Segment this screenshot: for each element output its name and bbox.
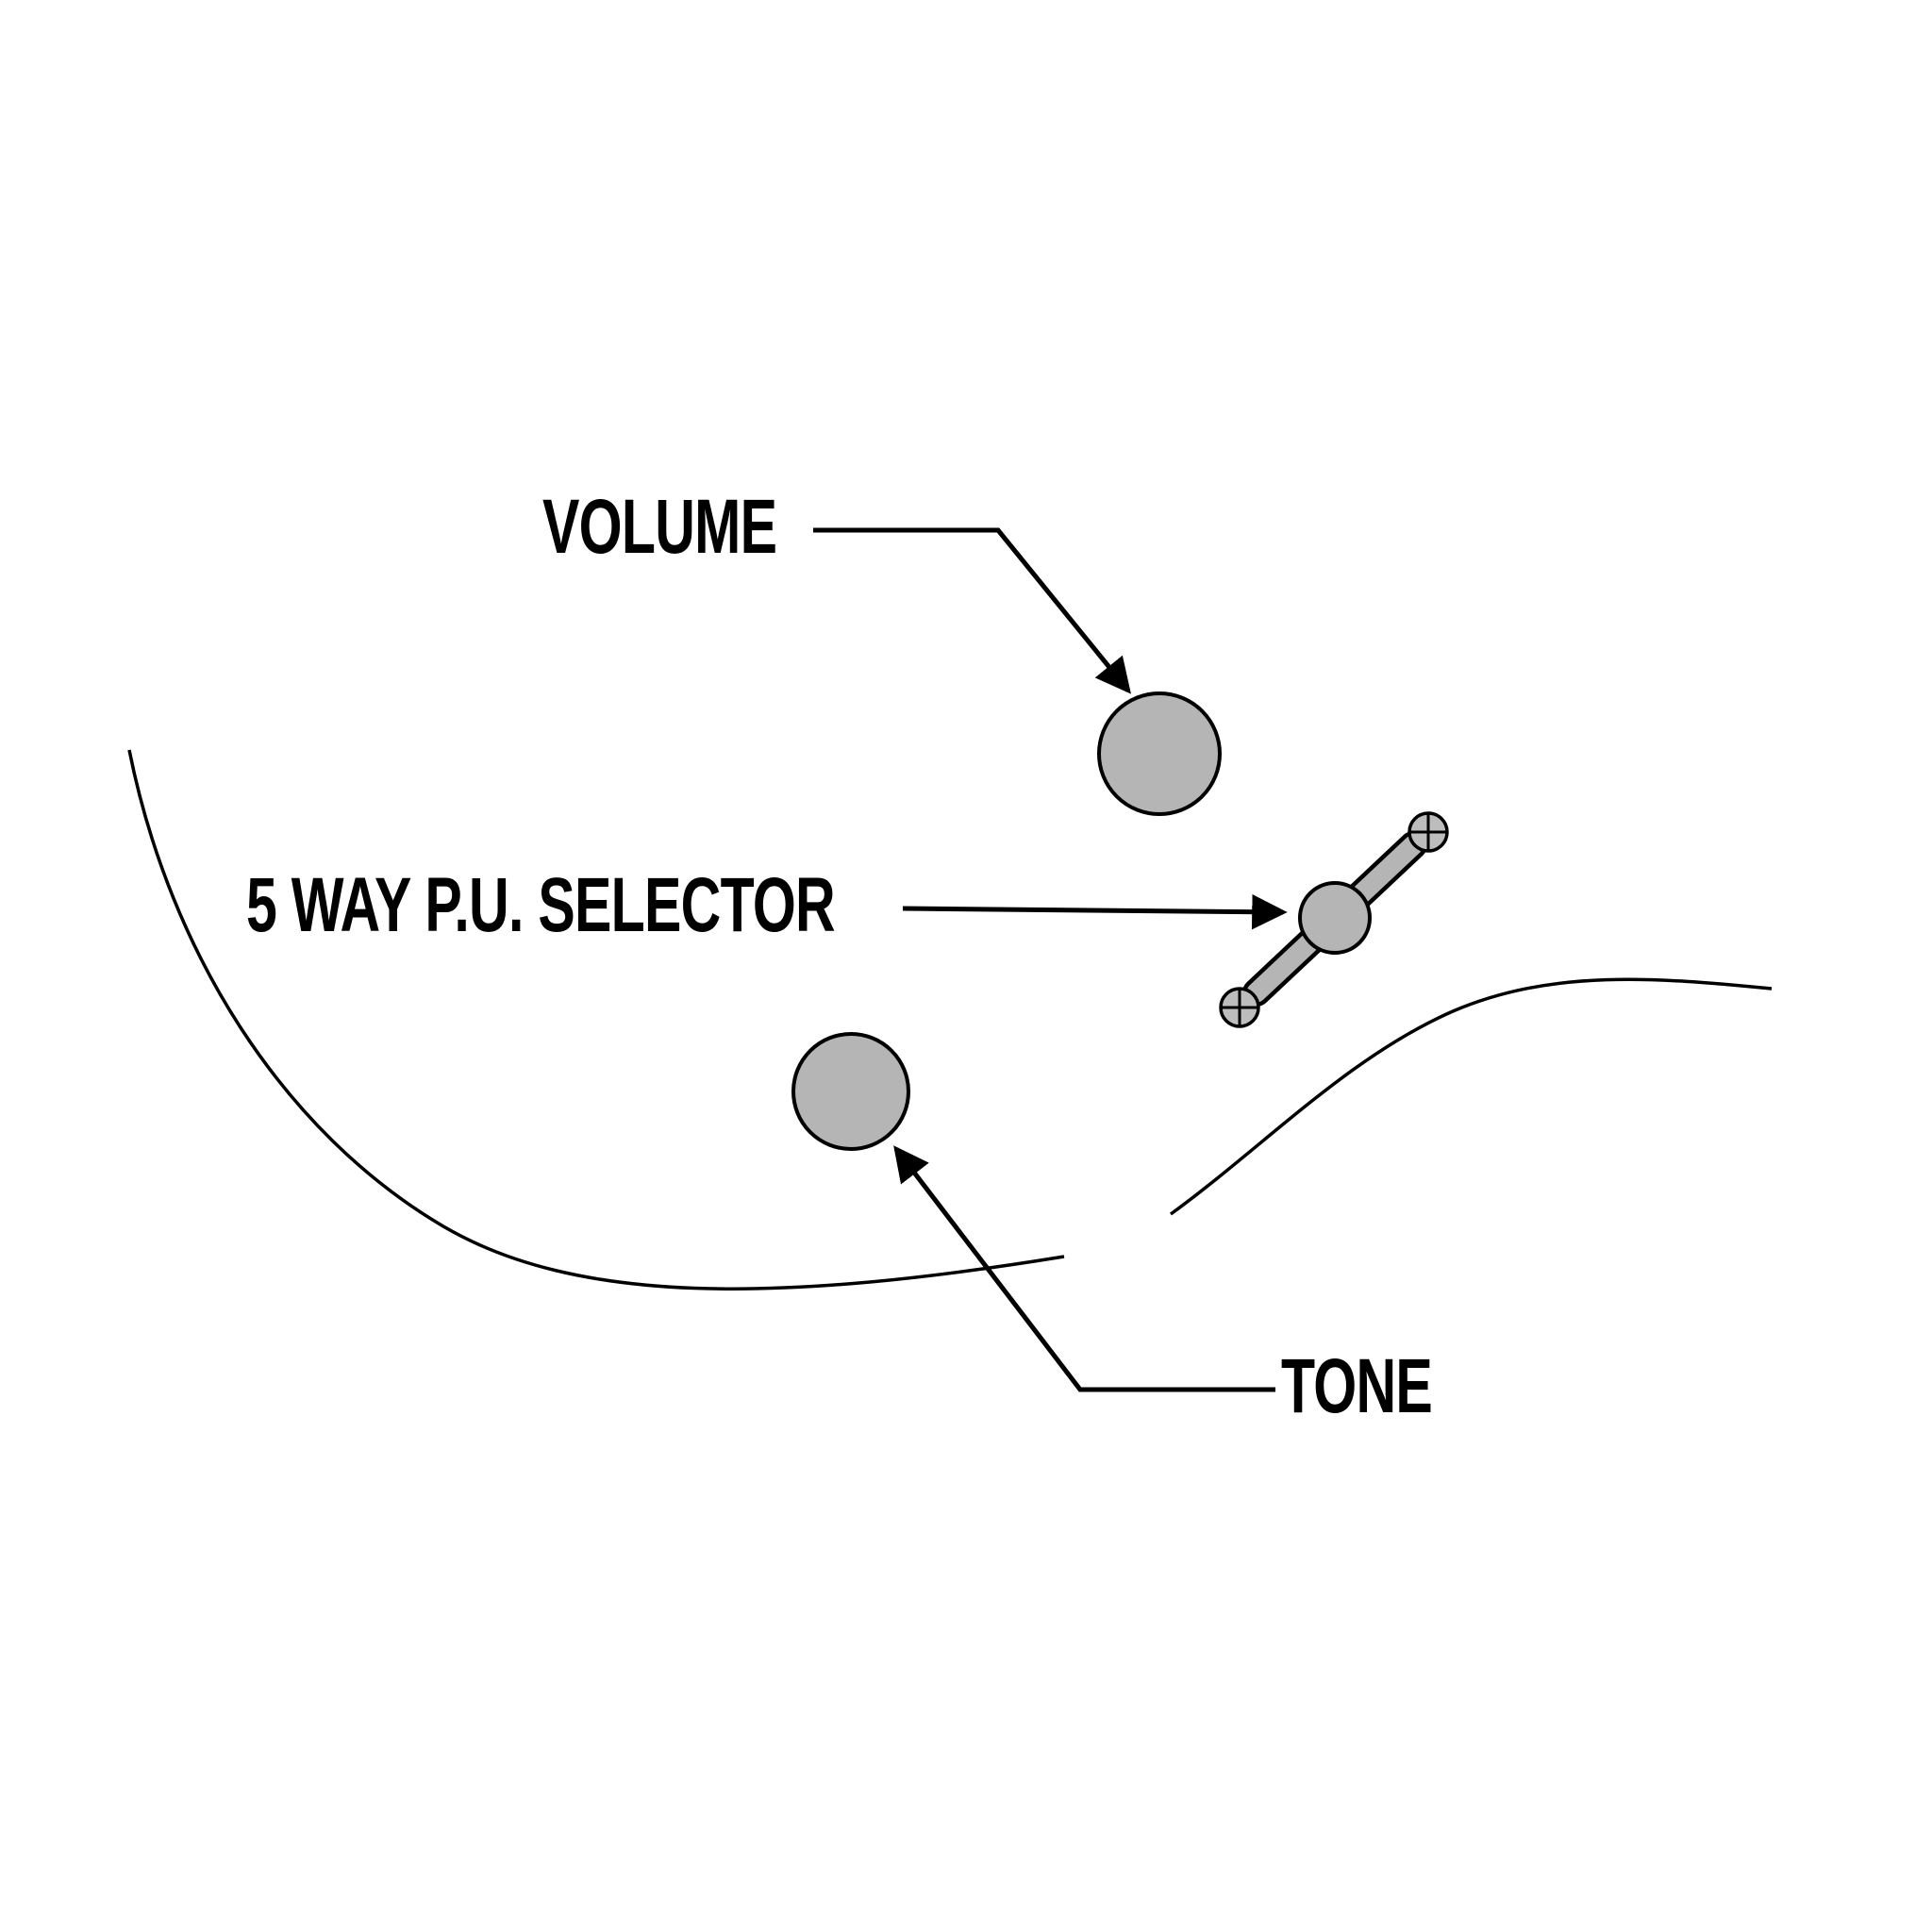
selector-leader-arrow (902, 893, 1288, 930)
tone-knob (791, 1032, 910, 1151)
guitar-body-outline-left (127, 749, 1065, 1291)
volume-label: VOLUME (542, 484, 777, 570)
screw-cross-icon (1409, 813, 1447, 851)
guitar-body-outline-right (1169, 977, 1773, 1216)
pickup-selector-switch (1219, 811, 1449, 1028)
volume-leader-arrow (813, 527, 1131, 694)
screw-cross-icon (1221, 989, 1258, 1026)
selector-knob (1298, 881, 1372, 955)
selector-screw-upper (1407, 811, 1449, 853)
tone-label: TONE (1281, 1343, 1433, 1429)
selector-screw-lower (1219, 987, 1260, 1028)
tone-leader-arrow (893, 1145, 1275, 1392)
selector-label: 5 WAY P.U. SELECTOR (246, 862, 836, 948)
volume-knob (1097, 691, 1222, 816)
